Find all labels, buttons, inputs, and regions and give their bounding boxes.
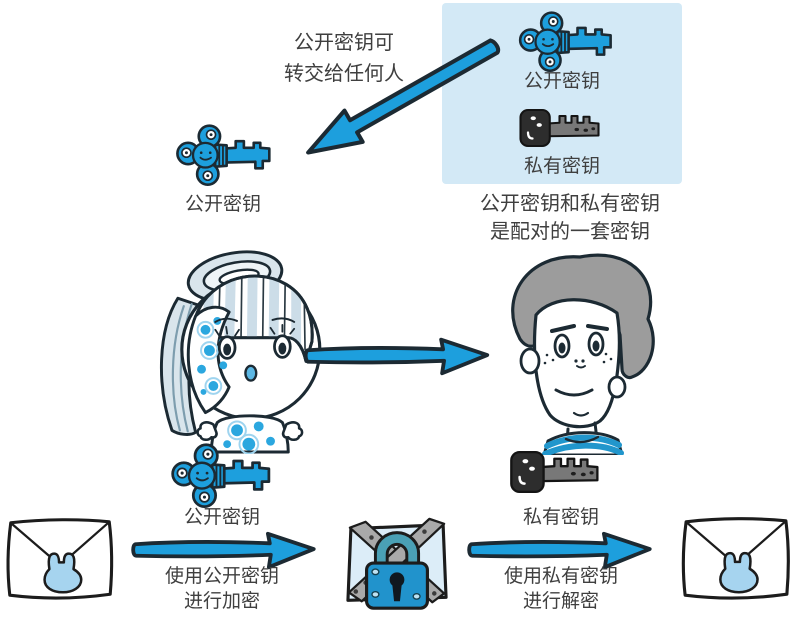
key-pair-panel: 公开密钥 私有密钥: [442, 3, 682, 184]
private-key-icon: [516, 106, 606, 150]
encrypted-message-icon: [342, 512, 452, 616]
decrypt-step-line1: 使用私有密钥: [503, 565, 618, 587]
receiver-private-key-label: 私有密钥: [522, 506, 599, 528]
private-key-label: 私有密钥: [523, 155, 600, 177]
encrypt-step-label: 使用公开密钥 进行加密: [132, 564, 312, 614]
key-pair-caption: 公开密钥和私有密钥 是配对的一套密钥: [450, 189, 690, 245]
shared-public-key-label: 公开密钥: [184, 193, 261, 215]
decrypt-step-label: 使用私有密钥 进行解密: [471, 564, 651, 614]
transfer-note-line1: 公开密钥可: [294, 30, 394, 54]
encrypt-step-line1: 使用公开密钥: [164, 565, 279, 587]
public-key-icon: [518, 11, 616, 74]
encrypt-step-line2: 进行加密: [183, 590, 260, 612]
key-pair-caption-line1: 公开密钥和私有密钥: [480, 191, 660, 215]
send-arrow-icon: [301, 334, 493, 378]
shared-public-key-icon: [175, 124, 275, 188]
decrypted-message-envelope-icon: [679, 513, 793, 603]
plain-message-envelope-icon: [4, 514, 116, 603]
sender-public-key-icon: [170, 443, 275, 510]
decrypt-step-line2: 进行解密: [522, 590, 599, 612]
sender-public-key-label: 公开密钥: [183, 506, 260, 528]
transfer-note: 公开密钥可 转交给任何人: [254, 27, 434, 89]
transfer-note-line2: 转交给任何人: [284, 61, 404, 85]
key-pair-caption-line2: 是配对的一套密钥: [490, 219, 650, 243]
receiver-private-key-icon: [506, 448, 606, 496]
receiver-avatar: [490, 243, 670, 455]
transfer-arrow-icon: [306, 38, 501, 155]
public-key-label: 公开密钥: [523, 70, 600, 92]
